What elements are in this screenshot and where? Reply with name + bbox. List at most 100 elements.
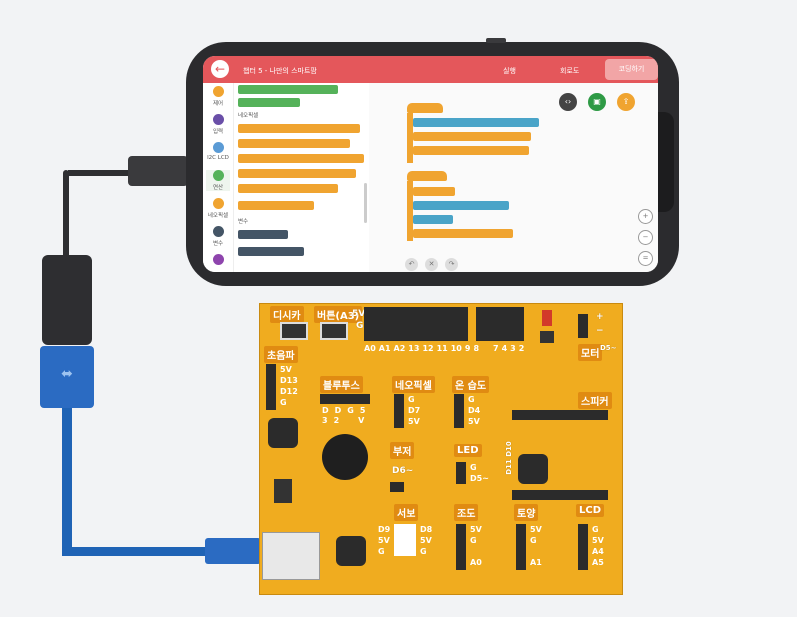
code-block-arm [407,113,413,163]
tab-coding[interactable]: 코딩하기 [605,59,658,80]
label-servo: 서보 [394,504,419,521]
category-extra[interactable] [206,254,230,267]
palette-block[interactable] [238,124,360,133]
usb-port [262,532,320,580]
code-block-arm [407,181,413,241]
buzzer-header [390,482,404,492]
potentiometer-left [268,418,298,448]
light-header [456,524,466,570]
motor-minus: − [596,326,604,336]
zoom-out-icon[interactable]: − [638,230,653,245]
code-block-hat[interactable] [407,103,443,113]
servo-header [394,524,416,556]
palette-block[interactable] [238,230,288,239]
palette-block[interactable] [238,154,364,163]
palette-block[interactable] [238,98,300,107]
lcd-header [578,524,588,570]
soil-header [516,524,526,570]
palette-block[interactable] [238,139,350,148]
code-view-icon[interactable]: ‹› [559,93,577,111]
zoom-in-icon[interactable]: + [638,209,653,224]
pin-g-label: G [356,321,364,331]
upload-icon[interactable]: ⇪ [617,93,635,111]
top-header-left [364,307,468,341]
code-block[interactable] [413,118,539,127]
category-i2c-lcd[interactable]: I2C LCD [206,142,230,161]
motor-pin-label: D5~ [600,344,617,352]
back-arrow-icon[interactable]: ← [211,60,229,78]
app-header: ← 챕터 5 - 나만의 스마트팜 실행 회로도 코딩하기 [203,56,658,83]
usb-icon: ⬌ [61,366,73,382]
label-speaker: 스피커 [578,392,612,409]
palette-block[interactable] [238,169,356,178]
usb-b-plug [205,538,261,564]
label-buzzer: 부저 [390,442,415,459]
palette-block[interactable] [238,201,314,210]
code-workspace[interactable]: ↶ ✕ ↷ ‹› ▣ ⇪ + − = [369,83,658,272]
transistor-component [540,331,554,343]
regulator-component [274,479,292,503]
code-block[interactable] [413,201,509,210]
code-block[interactable] [413,132,531,141]
category-neopixel[interactable]: 네오픽셀 [206,198,230,219]
category-input[interactable]: 입력 [206,114,230,135]
label-bluetooth: 블루투스 [320,376,363,393]
button-component-2 [320,322,348,340]
bluetooth-header [320,394,370,404]
label-light-sensor: 조도 [454,504,479,521]
zoom-reset-icon[interactable]: = [638,251,653,266]
mosfet-component [542,310,552,326]
code-block[interactable] [413,229,513,238]
app-screen: ← 챕터 5 - 나만의 스마트팜 실행 회로도 코딩하기 제어 입력 I2C … [203,56,658,272]
redo-icon[interactable]: ↷ [445,258,458,271]
palette-section-variable: 변수 [238,219,249,225]
code-block[interactable] [413,215,453,224]
delete-icon[interactable]: ✕ [425,258,438,271]
speaker-pin-label: D11 D10 [504,441,513,475]
palette-section-neopixel: 네오픽셀 [238,113,259,119]
category-control[interactable]: 제어 [206,86,230,107]
label-button: 버튼(A3) [314,306,363,323]
palette-scrollbar[interactable] [364,183,367,223]
usb-cable-blue-horizontal [62,547,212,556]
phone-button [486,38,506,43]
category-operation[interactable]: 연산 [206,170,230,191]
palette-block[interactable] [238,184,338,193]
label-motor: 모터 [578,344,603,361]
buzzer-pin-label: D6~ [392,466,414,476]
app-title: 챕터 5 - 나만의 스마트팜 [243,67,317,75]
label-display: 디시카 [270,306,304,323]
save-icon[interactable]: ▣ [588,93,606,111]
ultrasonic-header [266,364,276,410]
label-led: LED [454,444,482,457]
category-variable[interactable]: 변수 [206,226,230,247]
usb-cable-dark-vertical [63,170,69,260]
tab-run[interactable]: 실행 [503,67,516,75]
code-block[interactable] [413,146,529,155]
palette-block[interactable] [238,247,304,256]
palette-block[interactable] [238,85,338,94]
label-ultrasonic: 초음파 [264,346,298,363]
top-header-right [476,307,524,341]
code-block[interactable] [413,187,455,196]
button-component [280,322,308,340]
usb-adapter-blue: ⬌ [40,346,94,408]
potentiometer-right [518,454,548,484]
code-block-hat[interactable] [407,171,447,181]
speaker-header [512,410,608,420]
undo-icon[interactable]: ↶ [405,258,418,271]
tab-circuit[interactable]: 회로도 [560,67,580,75]
label-temp-humidity: 온 습도 [452,376,490,393]
usb-adapter-dark [42,255,92,345]
block-palette: 네오픽셀 변수 [234,83,369,272]
temphum-header [454,394,464,428]
